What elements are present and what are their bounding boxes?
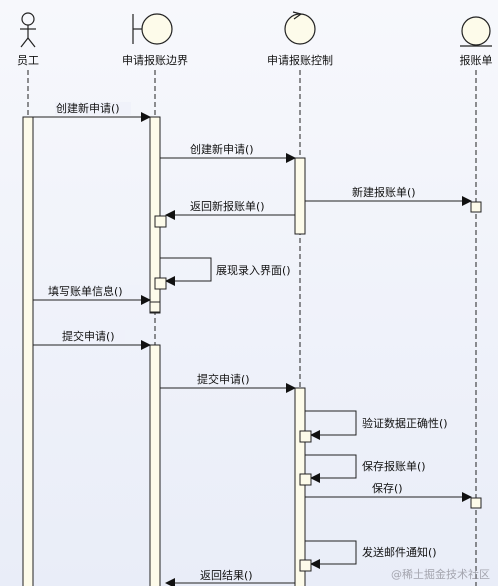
participant-boundary-label: 申请报账边界: [122, 53, 188, 67]
message-arrow-9: [305, 410, 357, 440]
message-label-4: 返回新报账单(): [190, 199, 265, 213]
message-label-5: 展现录入界面(): [216, 264, 291, 277]
message-label-3: 新建报账单(): [352, 185, 416, 199]
boundary-input-box: [149, 301, 161, 313]
boundary-icon: [132, 13, 173, 45]
activation-boundary-2: [149, 344, 161, 586]
self-call-box-12: [299, 559, 312, 572]
message-arrow-5: [160, 257, 212, 286]
watermark: @稀土掘金技术社区: [391, 568, 490, 581]
message-label-11: 保存(): [372, 481, 403, 495]
activation-actor: [22, 116, 34, 586]
activation-boundary-1: [149, 116, 161, 314]
message-label-12: 发送邮件通知(): [362, 545, 437, 559]
message-arrow-10: [305, 454, 357, 483]
control-icon: [284, 11, 316, 45]
participant-actor-label: 员工: [17, 54, 39, 67]
self-call-box-10: [299, 473, 312, 486]
actor-icon: [20, 12, 36, 48]
boundary-return-box: [154, 215, 167, 228]
message-label-13: 返回结果(): [200, 569, 253, 582]
message-arrow-12: [305, 540, 357, 569]
entity-save-box: [470, 497, 482, 509]
message-label-8: 提交申请(): [197, 372, 250, 386]
self-call-box-9: [299, 430, 312, 443]
message-label-10: 保存报账单(): [362, 459, 426, 473]
entity-create-box: [470, 201, 482, 213]
message-label-7: 提交申请(): [62, 329, 115, 343]
self-call-box-5: [154, 277, 167, 290]
activation-control-1: [294, 157, 306, 235]
message-label-2: 创建新申请(): [190, 142, 254, 156]
activation-control-2: [294, 387, 306, 586]
entity-icon: [460, 16, 492, 47]
participant-entity-label: 报账单: [460, 53, 493, 67]
message-label-1: 创建新申请(): [56, 101, 120, 115]
message-label-6: 填写账单信息(): [48, 284, 123, 298]
participant-control-label: 申请报账控制: [267, 53, 333, 67]
message-label-9: 验证数据正确性(): [362, 416, 448, 430]
